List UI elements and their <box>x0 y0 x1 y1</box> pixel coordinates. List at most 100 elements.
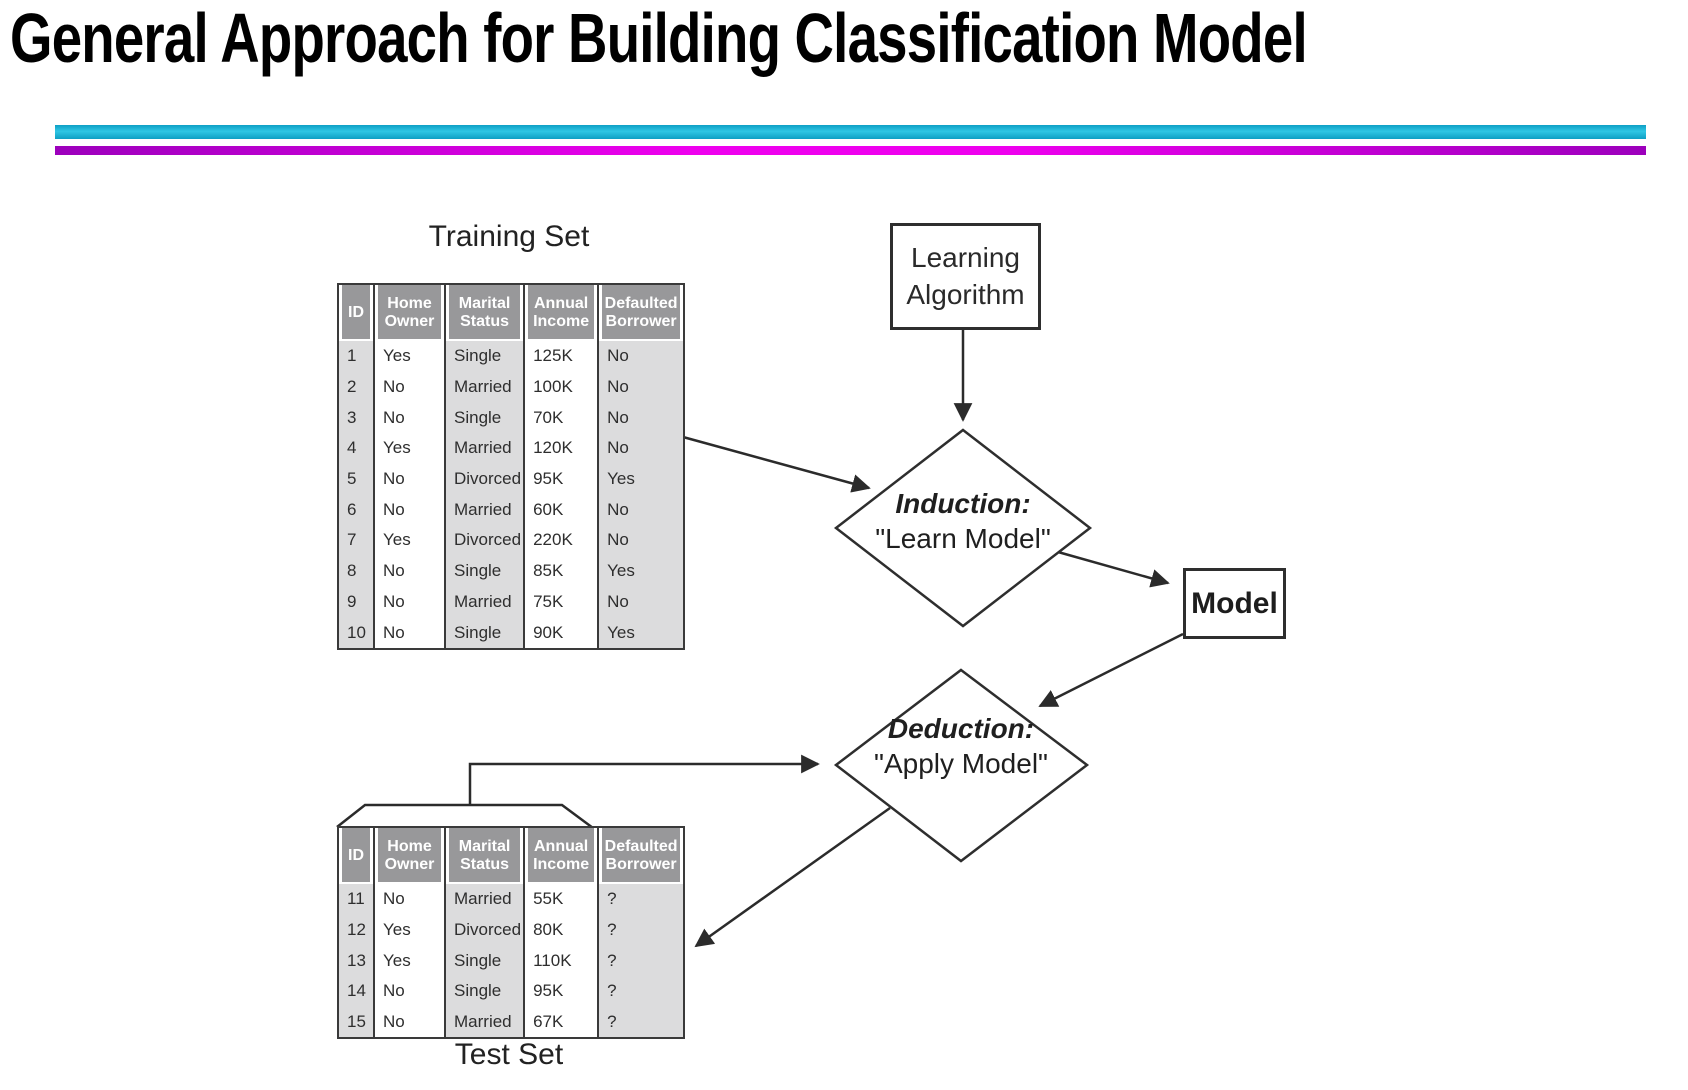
arrow-testset-to-deduction <box>468 754 820 805</box>
table-cell: 2 <box>338 371 374 403</box>
model-box: Model <box>1183 568 1286 639</box>
table-cell: Married <box>443 586 525 618</box>
table-cell: Yes <box>597 555 685 587</box>
table-cell: No <box>597 402 685 434</box>
training-set-caption: Training Set <box>428 220 590 253</box>
table-cell: ? <box>597 976 685 1007</box>
column-header: Marital Status <box>443 284 525 341</box>
deduction-subtitle: "Apply Model" <box>874 747 1048 779</box>
table-cell: No <box>597 586 685 618</box>
table-cell: Yes <box>597 617 685 649</box>
table-cell: 95K <box>523 463 599 495</box>
table-cell: Yes <box>373 945 445 977</box>
table-cell: No <box>373 1006 445 1039</box>
table-cell: 14 <box>338 976 374 1007</box>
table-cell: Divorced <box>443 463 525 495</box>
table-cell: No <box>373 402 445 434</box>
learning-algorithm-label: Learning Algorithm <box>906 242 1025 310</box>
column-header: Home Owner <box>373 284 445 341</box>
arrow-model-to-deduction <box>1038 632 1184 708</box>
table-cell: 15 <box>338 1006 374 1039</box>
table-cell: Single <box>443 945 525 977</box>
table-cell: 67K <box>523 1006 599 1039</box>
table-cell: 70K <box>523 402 599 434</box>
table-cell: 220K <box>523 525 599 556</box>
table-cell: No <box>597 371 685 403</box>
table-cell: Married <box>443 1006 525 1039</box>
table-cell: No <box>373 617 445 649</box>
table-cell: 7 <box>338 525 374 556</box>
arrow-induction-to-model <box>1057 550 1170 588</box>
table-cell: No <box>597 433 685 464</box>
induction-title: Induction: <box>895 488 1031 519</box>
table-cell: 6 <box>338 494 374 526</box>
table-cell: 4 <box>338 433 374 464</box>
table-cell: 85K <box>523 555 599 587</box>
deduction-label: Deduction: "Apply Model" <box>831 712 1091 781</box>
learning-algorithm-box: Learning Algorithm <box>890 223 1041 330</box>
arrow-deduction-to-testset <box>694 806 891 948</box>
model-label: Model <box>1191 586 1278 620</box>
table-cell: 60K <box>523 494 599 526</box>
deduction-title: Deduction: <box>887 713 1035 744</box>
table-cell: Divorced <box>443 525 525 556</box>
table-cell: 80K <box>523 914 599 946</box>
table-cell: 110K <box>523 945 599 977</box>
table-cell: ? <box>597 1006 685 1039</box>
table-cell: No <box>373 555 445 587</box>
column-header: ID <box>338 284 374 341</box>
table-cell: 11 <box>338 884 374 915</box>
induction-subtitle: "Learn Model" <box>875 522 1051 554</box>
table-cell: No <box>373 976 445 1007</box>
table-cell: Married <box>443 371 525 403</box>
table-cell: 95K <box>523 976 599 1007</box>
table-cell: 125K <box>523 341 599 372</box>
table-cell: 10 <box>338 617 374 649</box>
table-cell: ? <box>597 884 685 915</box>
table-cell: Single <box>443 555 525 587</box>
test-set-caption: Test Set <box>454 1038 564 1071</box>
column-header: Defaulted Borrower <box>597 827 685 884</box>
table-cell: Married <box>443 884 525 915</box>
arrow-training-to-induction <box>682 435 871 493</box>
table-cell: Yes <box>373 525 445 556</box>
table-cell: No <box>373 884 445 915</box>
table-cell: No <box>597 341 685 372</box>
induction-label: Induction: "Learn Model" <box>833 487 1093 556</box>
deduction-diamond <box>833 668 1090 863</box>
column-header: ID <box>338 827 374 884</box>
table-cell: 9 <box>338 586 374 618</box>
table-cell: 100K <box>523 371 599 403</box>
table-cell: ? <box>597 945 685 977</box>
table-cell: Yes <box>597 463 685 495</box>
table-cell: 1 <box>338 341 374 372</box>
column-header: Annual Income <box>523 284 599 341</box>
table-cell: 13 <box>338 945 374 977</box>
table-cell: No <box>597 494 685 526</box>
table-cell: No <box>373 586 445 618</box>
table-cell: 3 <box>338 402 374 434</box>
table-cell: 8 <box>338 555 374 587</box>
table-cell: Yes <box>373 341 445 372</box>
table-cell: Divorced <box>443 914 525 946</box>
table-cell: ? <box>597 914 685 946</box>
page-title: General Approach for Building Classifica… <box>10 0 1308 77</box>
table-cell: Yes <box>373 914 445 946</box>
column-header: Marital Status <box>443 827 525 884</box>
